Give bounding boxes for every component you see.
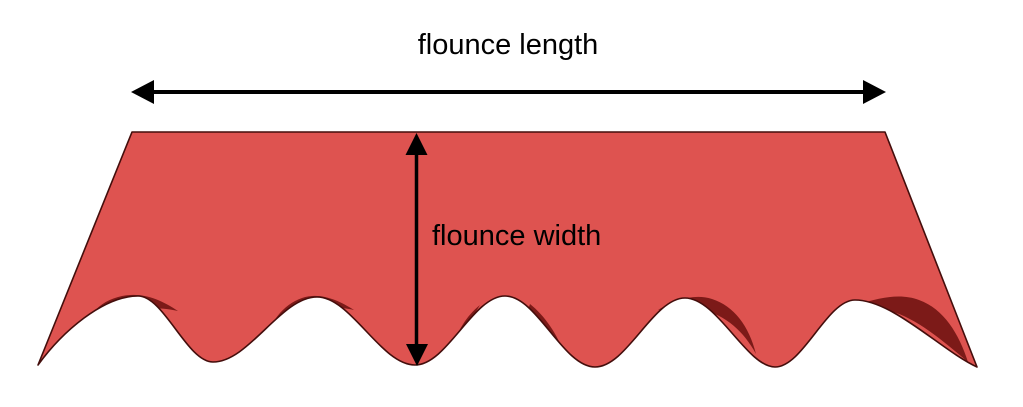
width-arrow-head-bottom xyxy=(406,344,428,366)
flounce-outline xyxy=(37,131,978,368)
fold-shadow-left-2 xyxy=(262,295,354,351)
width-arrow-icon xyxy=(405,133,428,366)
fold-shadow-right-1 xyxy=(840,296,968,362)
length-arrow-head-left xyxy=(131,80,154,104)
length-arrow-icon xyxy=(131,80,886,104)
flounce-fabric xyxy=(38,132,977,367)
fold-shadow-right-2 xyxy=(658,296,756,354)
flounce-length-label: flounce length xyxy=(418,29,599,61)
flounce-width-label: flounce width xyxy=(432,220,601,252)
length-arrow-head-right xyxy=(863,80,886,104)
width-arrow-head-top xyxy=(405,133,428,155)
